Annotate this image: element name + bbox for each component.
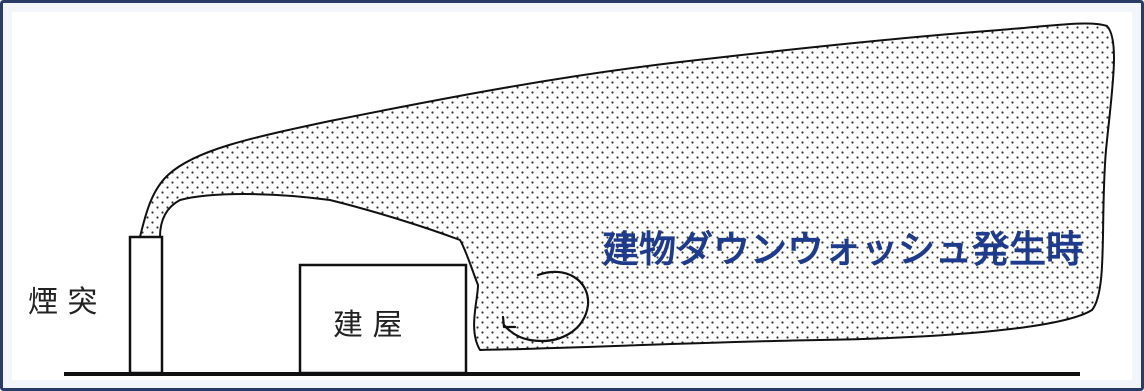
building-label: 建 屋 xyxy=(333,308,403,343)
eddy-arrowhead xyxy=(501,315,517,329)
caption-label: 建物ダウンウォッシュ発生時 xyxy=(602,228,1083,271)
chimney-stack xyxy=(128,235,164,375)
smoke-plume xyxy=(139,22,1115,351)
building-block xyxy=(298,263,468,375)
chimney-label: 煙 突 xyxy=(28,285,98,320)
eddy-arrow xyxy=(502,270,590,343)
